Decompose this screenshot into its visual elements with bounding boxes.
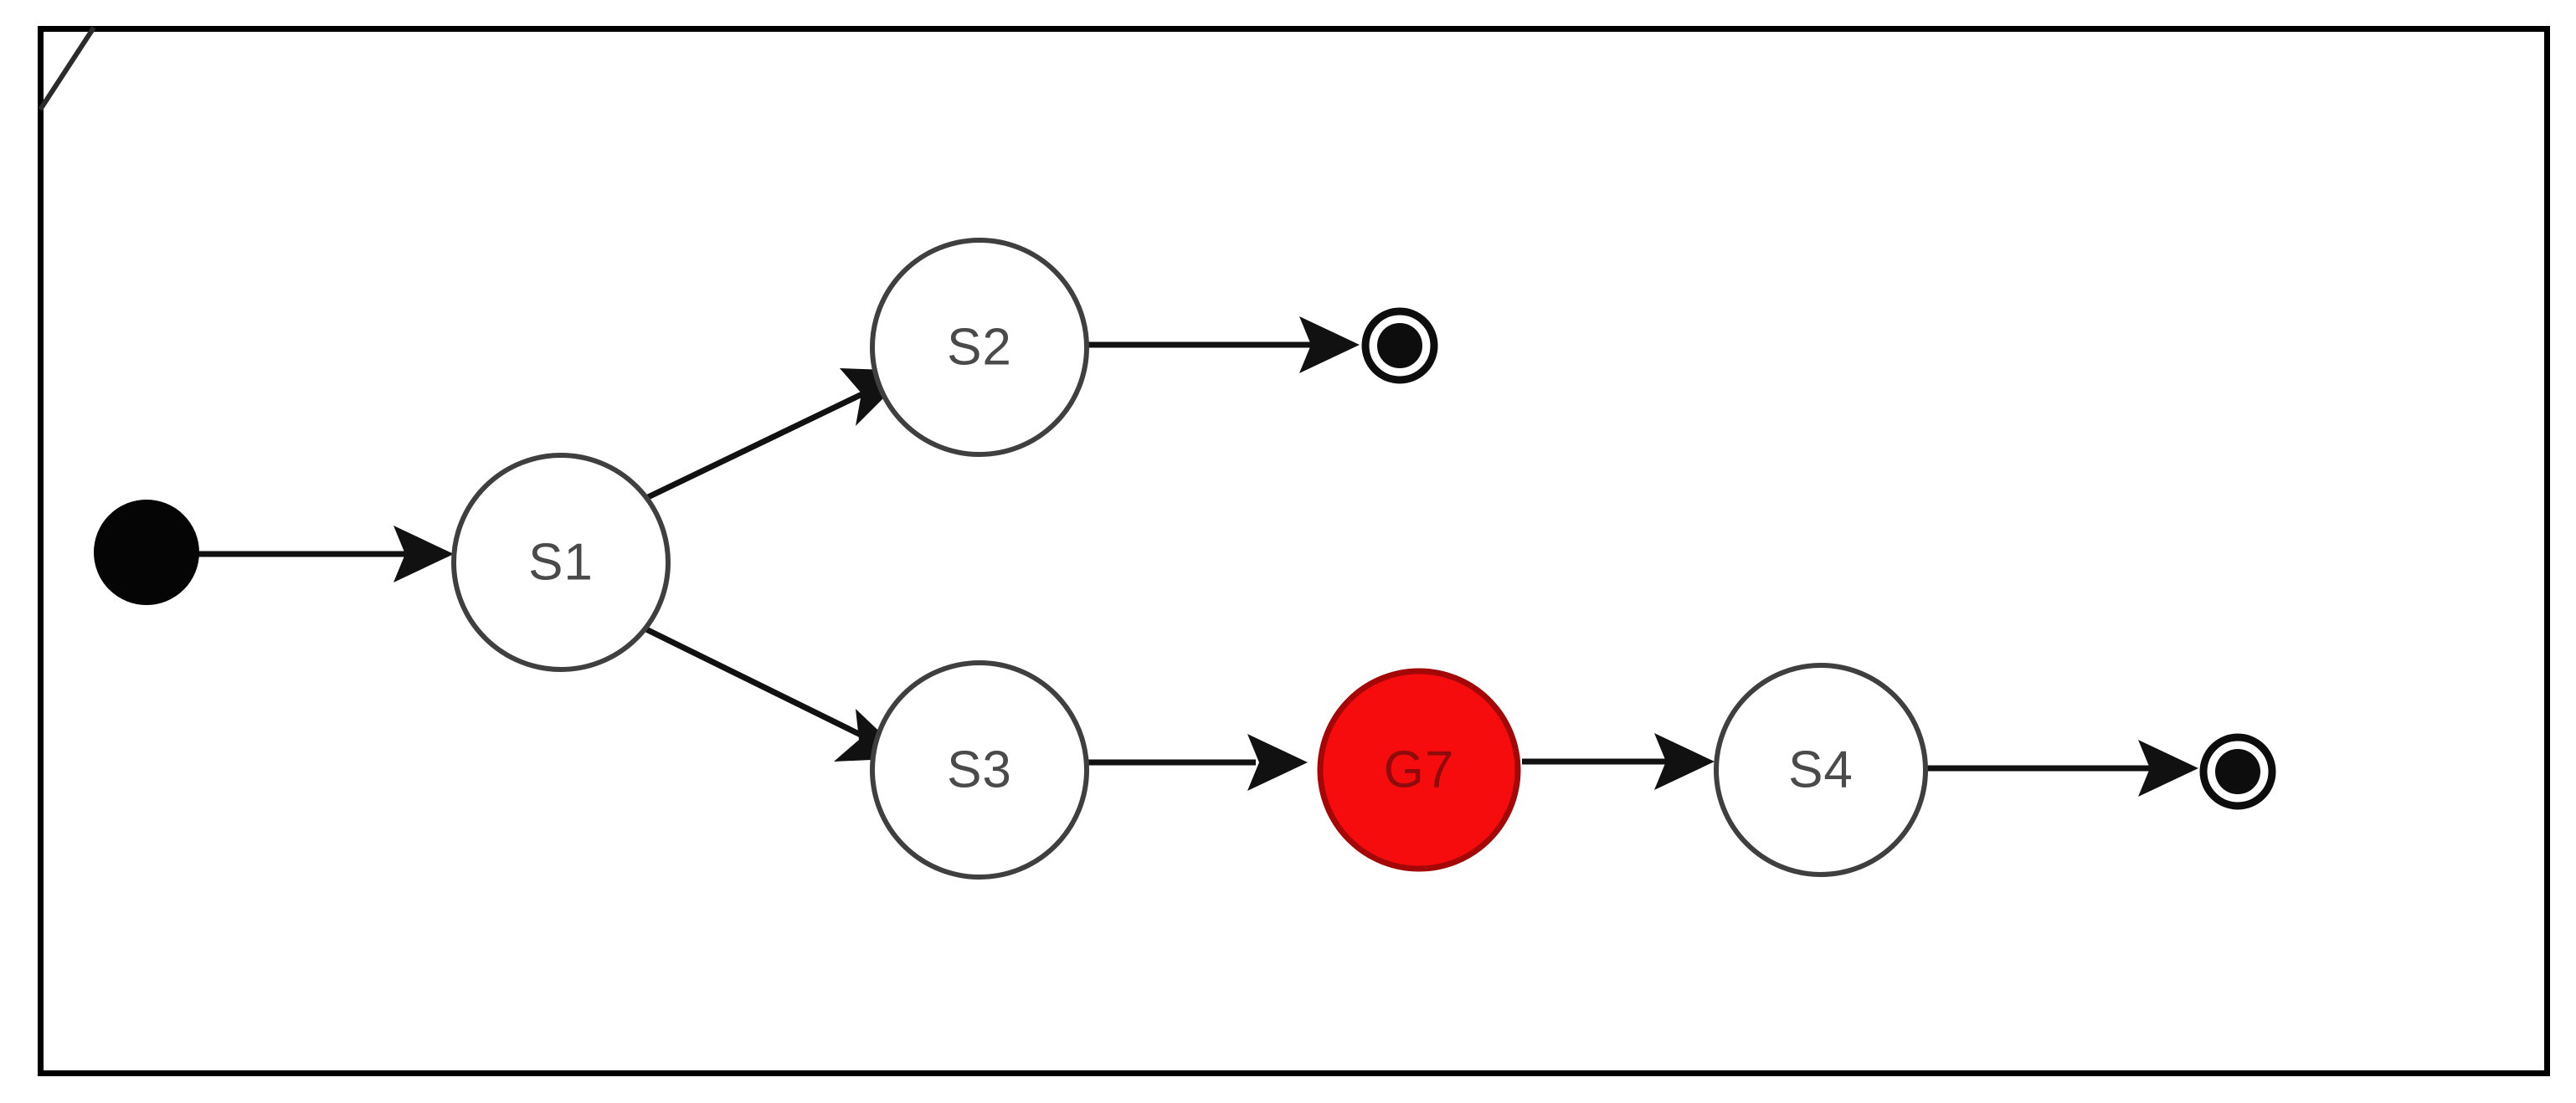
final-state-inner-dot-icon: [1377, 323, 1422, 368]
arrowhead-icon: [393, 526, 454, 582]
edge-s1-to-s2[interactable]: [645, 368, 911, 501]
arrowhead-icon: [1654, 733, 1715, 790]
edge-g7-to-s4[interactable]: [1522, 733, 1715, 790]
state-circle: [1714, 663, 1928, 877]
state-circle: [451, 453, 671, 672]
edge-s2-to-end1[interactable]: [1087, 316, 1360, 373]
goal-state-circle: [1317, 668, 1521, 872]
node-state-s2[interactable]: S2: [870, 238, 1089, 457]
edge-s1-to-s3[interactable]: [645, 626, 908, 762]
edge-s3-to-g7[interactable]: [1087, 734, 1308, 791]
diagram-frame: [38, 26, 2550, 1076]
node-final-state-1[interactable]: [1361, 307, 1438, 384]
initial-state-dot-icon: [94, 500, 199, 605]
node-state-s1[interactable]: S1: [451, 453, 671, 672]
node-final-state-2[interactable]: [2199, 733, 2276, 810]
edge-line: [645, 626, 862, 738]
node-state-s4[interactable]: S4: [1714, 663, 1928, 877]
state-label-s3: S3: [947, 741, 1012, 798]
final-state-inner-dot-icon: [2215, 749, 2260, 794]
edge-line: [645, 388, 869, 501]
corner-diagonal-artifact: [38, 26, 96, 111]
state-label-s1: S1: [528, 533, 594, 591]
state-circle: [870, 660, 1089, 880]
edge-s4-to-end2[interactable]: [1926, 740, 2198, 797]
state-circle: [870, 238, 1089, 457]
arrowhead-icon: [2138, 740, 2198, 797]
node-initial-state[interactable]: [94, 500, 199, 605]
arrowhead-icon: [1247, 734, 1308, 791]
state-label-s4: S4: [1788, 741, 1854, 798]
edge-start-to-s1[interactable]: [198, 526, 454, 582]
state-label-g7: G7: [1384, 741, 1455, 798]
node-state-s3[interactable]: S3: [870, 660, 1089, 880]
state-label-s2: S2: [947, 318, 1012, 376]
node-goal-state-g7[interactable]: G7: [1317, 668, 1521, 872]
arrowhead-icon: [1299, 316, 1360, 373]
